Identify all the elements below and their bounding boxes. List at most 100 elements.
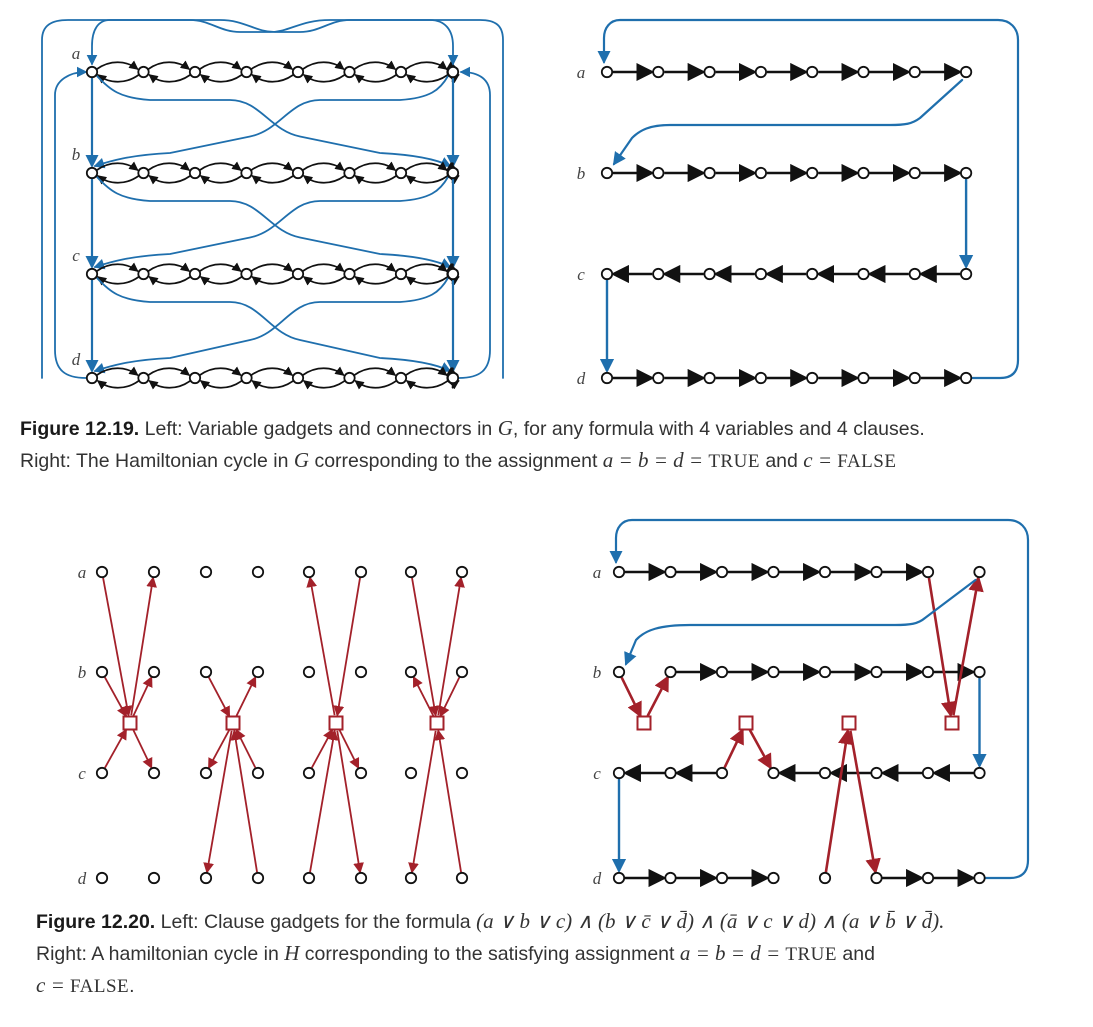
gadget-edge <box>148 74 191 84</box>
gadget-edge <box>354 276 397 286</box>
gadget-vertex <box>147 766 161 780</box>
clause-detour <box>723 728 744 769</box>
variable-label-b: b <box>72 145 81 164</box>
cycle-vertex <box>921 665 935 679</box>
gadget-vertex <box>147 565 161 579</box>
gadget-vertex <box>291 267 305 281</box>
clause-vertex <box>225 715 241 731</box>
clause-edge <box>208 676 231 718</box>
cycle-vertex <box>870 565 883 579</box>
gadget-edge <box>354 74 397 84</box>
clause-edge <box>408 730 437 874</box>
formula: (a ∨ b ∨ c) ∧ (b ∨ c̄ ∨ d̄) ∧ (ā ∨ c ∨ d… <box>476 909 945 933</box>
caption-text: Right: The Hamiltonian cycle in <box>20 450 294 472</box>
assignment-expression: c = <box>36 973 70 997</box>
cycle-vertex <box>754 267 768 281</box>
caption-12-20-line1: Figure 12.20. Left: Clause gadgets for t… <box>36 906 1076 938</box>
cycle-vertex <box>818 766 832 780</box>
gadget-vertex <box>85 371 99 385</box>
clause-edge <box>306 576 336 716</box>
clause-edge <box>235 675 257 717</box>
crossover-connector <box>41 19 459 379</box>
cycle-vertex <box>703 166 716 180</box>
clause-vertex <box>328 715 344 731</box>
gadget-vertex <box>455 766 469 780</box>
gadget-vertex <box>446 267 460 281</box>
caption-12-20-line3: c = FALSE. <box>36 970 1076 1002</box>
caption-text: . <box>129 975 135 997</box>
cycle-vertex <box>973 871 986 885</box>
gadget-edge <box>250 262 294 272</box>
cycle-vertex <box>921 871 935 885</box>
cycle-vertex <box>857 371 870 385</box>
false-keyword: FALSE <box>70 976 130 997</box>
gadget-vertex <box>455 565 469 579</box>
gadget-edge <box>354 175 397 185</box>
gadget-vertex <box>251 665 265 679</box>
gadget-edge <box>147 262 191 272</box>
gadget-edge <box>353 262 397 272</box>
gadget-vertex <box>354 665 368 679</box>
crossover-connector <box>96 176 452 268</box>
gadget-vertex <box>446 371 460 385</box>
cycle-vertex <box>703 65 716 79</box>
gadget-vertex <box>302 665 316 679</box>
cycle-vertex <box>664 871 677 885</box>
clause-detour <box>646 675 669 717</box>
cycle-vertex <box>806 65 819 79</box>
clause-detour <box>748 729 772 770</box>
graph-symbol-g: G <box>497 416 513 440</box>
cycle-vertex <box>664 766 677 780</box>
cycle-vertex <box>754 65 768 79</box>
cycle-vertex <box>818 665 832 679</box>
clause-edge <box>338 729 360 770</box>
caption-text: corresponding to the satisfying assignme… <box>299 943 680 965</box>
cycle-vertex <box>959 267 973 281</box>
gadget-edge <box>354 380 397 390</box>
gadget-edge <box>199 161 242 171</box>
crossover-connector <box>93 176 449 270</box>
cycle-vertex <box>857 166 870 180</box>
cycle-vertex <box>715 766 729 780</box>
gadget-edge <box>302 175 346 185</box>
graph-symbol-g: G <box>293 448 310 472</box>
gadget-edge <box>96 175 140 185</box>
gadget-edge <box>405 161 448 171</box>
gadget-edge <box>302 262 345 272</box>
gadget-edge <box>250 366 294 376</box>
false-keyword: FALSE <box>837 451 897 472</box>
gadget-vertex <box>394 166 408 180</box>
gadget-vertex <box>302 565 316 579</box>
crossover-connector <box>93 277 449 374</box>
gadget-vertex <box>251 871 265 885</box>
gadget-edge <box>405 60 448 70</box>
variable-label-b: b <box>593 663 602 682</box>
gadget-vertex <box>188 267 202 281</box>
gadget-vertex <box>446 65 460 79</box>
clause-edge <box>235 728 257 769</box>
gadget-edge <box>147 60 191 70</box>
variable-label-a: a <box>577 63 586 82</box>
clause-edge <box>132 675 153 717</box>
gadget-vertex <box>240 166 253 180</box>
gadget-edge <box>96 366 139 376</box>
gadget-edge <box>405 276 449 286</box>
caption-figure-12-19: Figure 12.19. Left: Variable gadgets and… <box>20 413 1080 477</box>
gadget-edge <box>405 175 449 185</box>
gadget-vertex <box>95 665 109 679</box>
cycle-vertex <box>767 565 780 579</box>
gadget-edge <box>302 74 346 84</box>
gadget-edge <box>96 74 140 84</box>
cycle-vertex <box>908 65 921 79</box>
clause-edge <box>203 730 233 874</box>
cycle-vertex <box>664 665 677 679</box>
clause-edge <box>130 576 157 716</box>
graph-symbol-h: H <box>284 941 300 965</box>
cycle-vertex <box>818 871 832 885</box>
gadget-edge <box>405 380 449 390</box>
gadget-vertex <box>394 371 408 385</box>
cycle-vertex <box>600 371 614 385</box>
gadget-edge <box>302 276 346 286</box>
variable-label-c: c <box>593 764 601 783</box>
caption-12-20-line2: Right: A hamiltonian cycle in H correspo… <box>36 938 1076 970</box>
